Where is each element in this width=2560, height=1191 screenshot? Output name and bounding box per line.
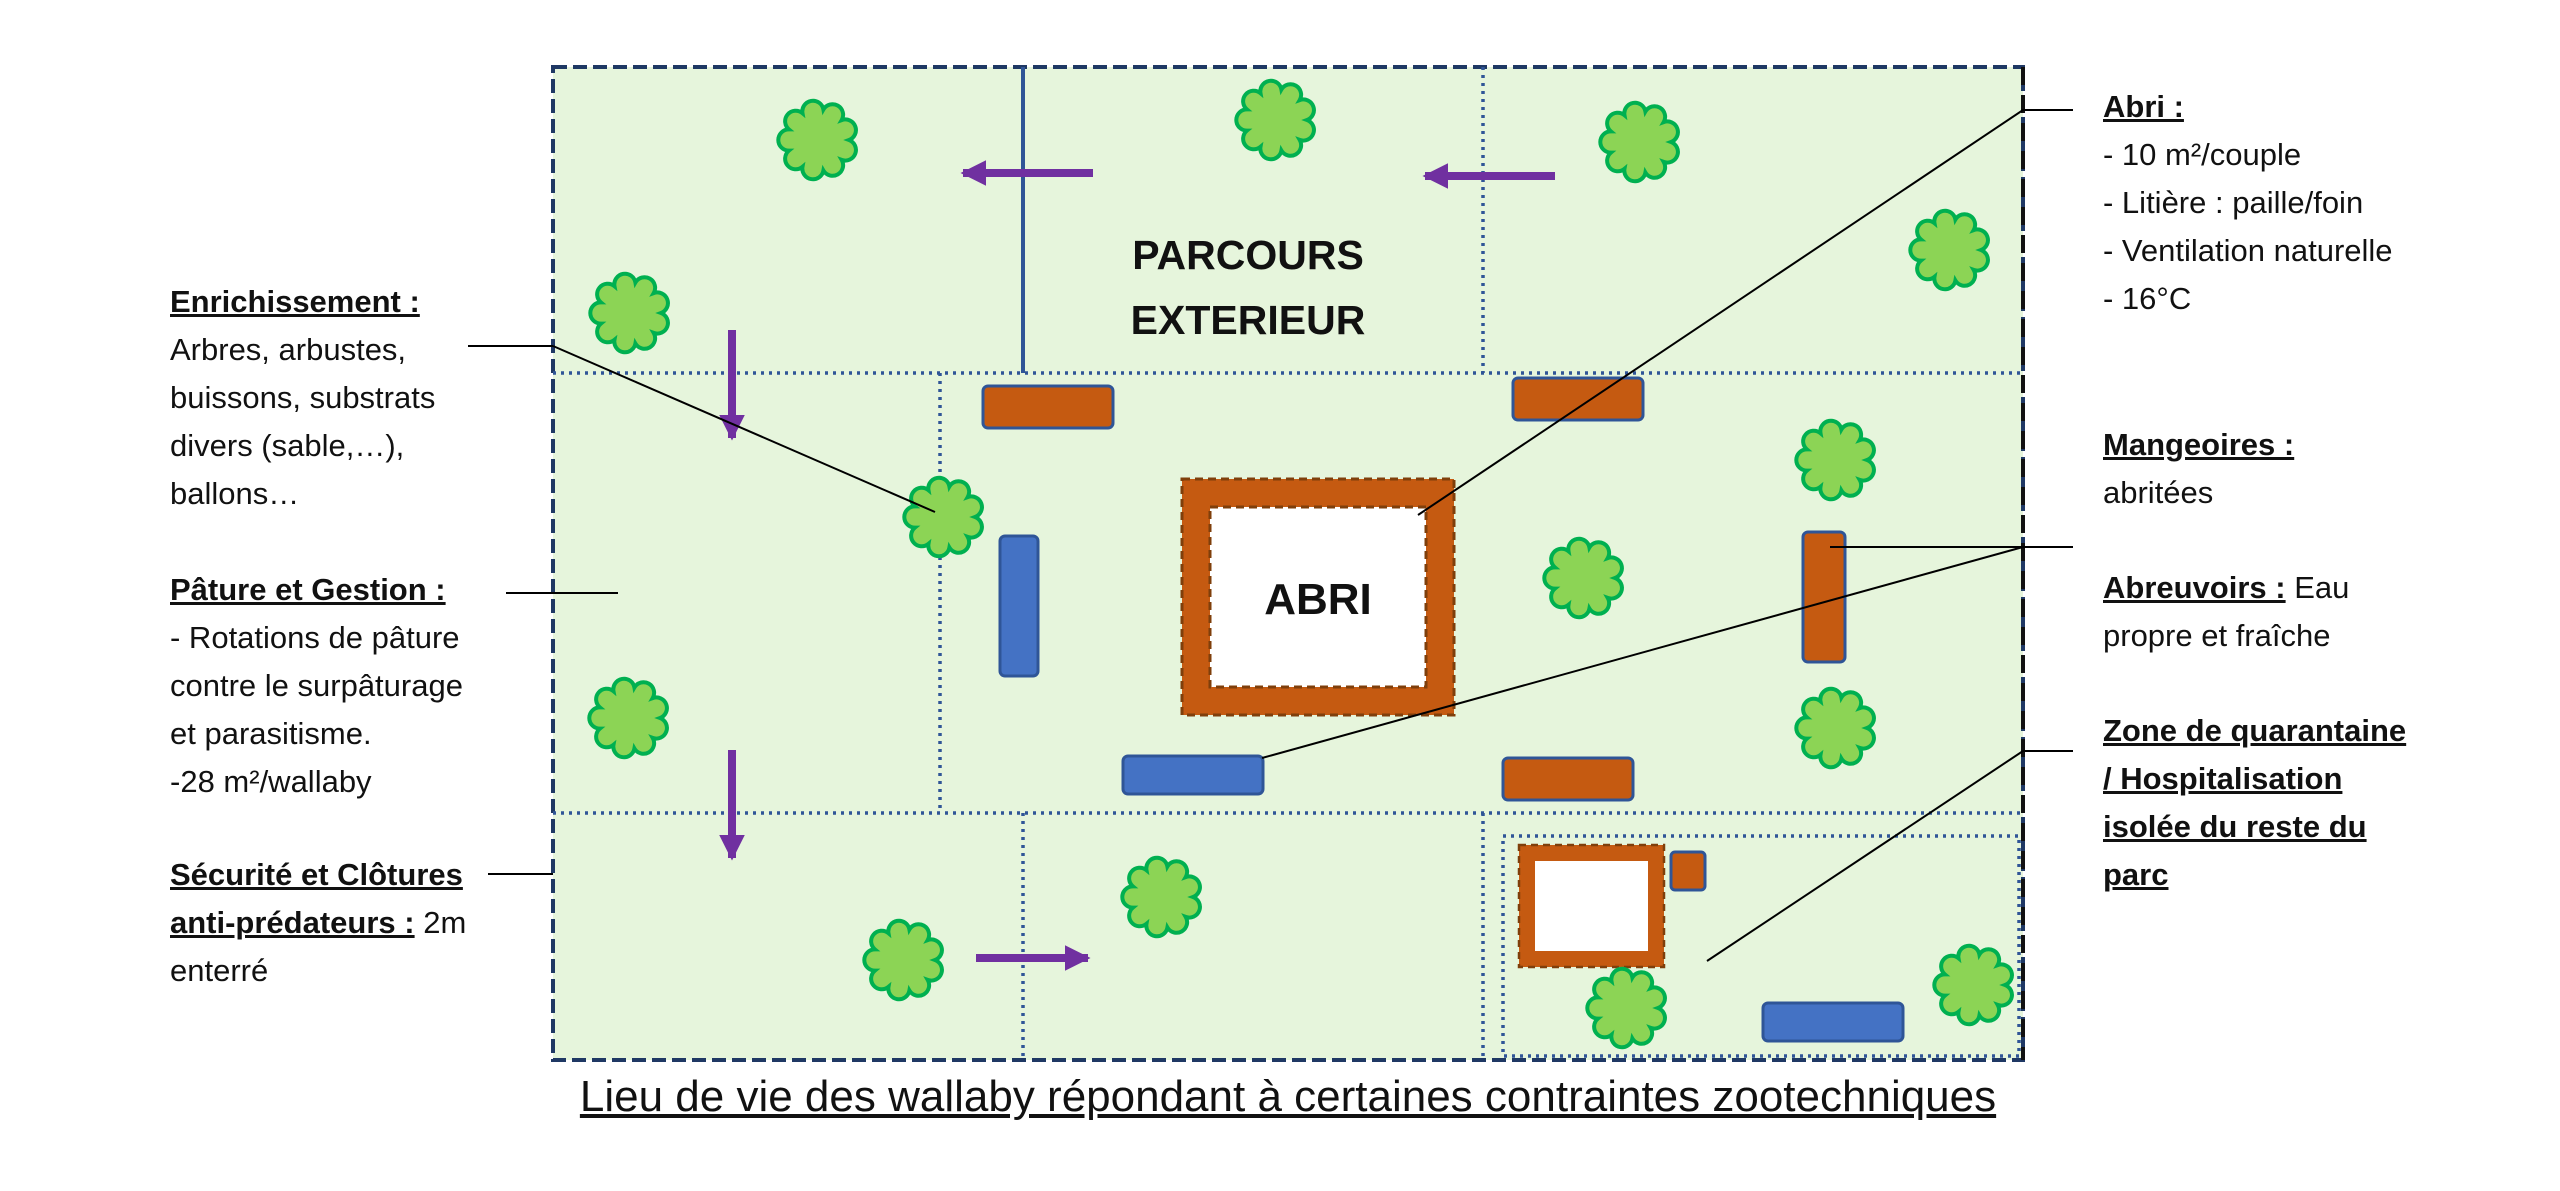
- abri-line: - Ventilation naturelle: [2103, 233, 2393, 268]
- water-trough: [1121, 754, 1265, 796]
- annotation-quarantaine: Zone de quarantaine / Hospitalisation is…: [2103, 707, 2406, 899]
- quarantine-shelter-outline: [1517, 843, 1666, 969]
- annotation-securite: Sécurité et Clôtures anti-prédateurs : 2…: [170, 851, 466, 995]
- tree-icon: [588, 271, 670, 355]
- leader-quarantaine: [1706, 750, 2073, 962]
- abreuvoirs-line-2: propre et fraîche: [2103, 618, 2331, 653]
- quarantaine-line: parc: [2103, 857, 2169, 892]
- mangeoires-title: Mangeoires :: [2103, 427, 2295, 462]
- abreuvoirs-value: Eau: [2285, 570, 2350, 605]
- leader-enrichissement-diag: [552, 345, 936, 513]
- leader-abreuvoirs: [1261, 546, 2024, 759]
- trees: [587, 78, 2014, 1050]
- abri-line: - Litière : paille/foin: [2103, 185, 2364, 220]
- parcours-line-1: PARCOURS: [1132, 232, 1364, 278]
- paturage-line: contre le surpâturage: [170, 668, 463, 703]
- enrichissement-line: ballons…: [170, 476, 300, 511]
- securite-title-2: anti-prédateurs :: [170, 905, 415, 940]
- quarantine-shelter: [1519, 845, 1664, 967]
- abri-shelter-outline-inner: [1208, 505, 1428, 689]
- feeder: [1669, 850, 1707, 892]
- annotation-enrichissement: Enrichissement : Arbres, arbustes, buiss…: [170, 278, 435, 518]
- paturage-line: et parasitisme.: [170, 716, 372, 751]
- tree-icon: [902, 475, 984, 559]
- abri-shelter: [1182, 479, 1454, 715]
- tree-icon: [1794, 418, 1876, 502]
- abreuvoirs-title: Abreuvoirs :: [2103, 570, 2286, 605]
- abri-title: Abri :: [2103, 89, 2184, 124]
- enrichissement-line: divers (sable,…),: [170, 428, 405, 463]
- securite-title-1: Sécurité et Clôtures: [170, 857, 463, 892]
- feeder: [1511, 376, 1645, 422]
- tree-icon: [587, 676, 669, 760]
- leader-lines: [468, 109, 2073, 962]
- tree-icon: [862, 918, 944, 1002]
- tree-icon: [1932, 943, 2014, 1027]
- paturage-line: -28 m²/wallaby: [170, 764, 372, 799]
- paddock-dividers: [553, 67, 2023, 1060]
- tree-icon: [1794, 686, 1876, 770]
- water-troughs: [998, 534, 1905, 1043]
- feeder: [1501, 756, 1635, 802]
- tree-icon: [1908, 208, 1990, 292]
- enrichissement-line: buissons, substrats: [170, 380, 436, 415]
- abri-zone-label: ABRI: [1264, 575, 1372, 624]
- feeder: [1801, 530, 1847, 664]
- parcours-line-2: EXTERIEUR: [1130, 297, 1366, 343]
- parcours-exterieur-label: PARCOURS EXTERIEUR: [1093, 223, 1403, 353]
- quarantaine-line: isolée du reste du: [2103, 809, 2367, 844]
- enrichissement-line: Arbres, arbustes,: [170, 332, 407, 367]
- tree-icon: [1585, 966, 1667, 1050]
- diagram-caption: Lieu de vie des wallaby répondant à cert…: [579, 1072, 1997, 1121]
- feeder: [981, 384, 1115, 430]
- securite-line-3: enterré: [170, 953, 269, 988]
- annotation-paturage: Pâture et Gestion : - Rotations de pâtur…: [170, 566, 463, 806]
- paturage-line: - Rotations de pâture: [170, 620, 460, 655]
- tree-icon: [1120, 855, 1202, 939]
- abri-line: - 16°C: [2103, 281, 2192, 316]
- tree-icon: [776, 98, 858, 182]
- securite-value: 2m: [414, 905, 467, 940]
- tree-icon: [1542, 536, 1624, 620]
- tree-icon: [1234, 78, 1316, 162]
- enrichissement-title: Enrichissement :: [170, 284, 420, 319]
- tree-icon: [1598, 100, 1680, 184]
- abri-line: - 10 m²/couple: [2103, 137, 2302, 172]
- rotation-arrows: [719, 160, 1555, 971]
- outer-fence: [551, 65, 2025, 1062]
- paturage-title: Pâture et Gestion :: [170, 572, 446, 607]
- water-trough: [1761, 1001, 1905, 1043]
- quarantaine-line: Zone de quarantaine: [2103, 713, 2407, 748]
- abri-shelter-outline-outer: [1180, 477, 1456, 717]
- mangeoires-line: abritées: [2103, 475, 2214, 510]
- annotation-abreuvoirs: Abreuvoirs : Eau propre et fraîche: [2103, 564, 2349, 660]
- quarantaine-line: / Hospitalisation: [2103, 761, 2343, 796]
- annotation-abri: Abri : - 10 m²/couple - Litière : paille…: [2103, 83, 2393, 323]
- feeders: [981, 376, 1847, 892]
- water-trough: [998, 534, 1040, 678]
- annotation-mangeoires: Mangeoires : abritées: [2103, 421, 2294, 517]
- leader-abri: [1417, 109, 2073, 516]
